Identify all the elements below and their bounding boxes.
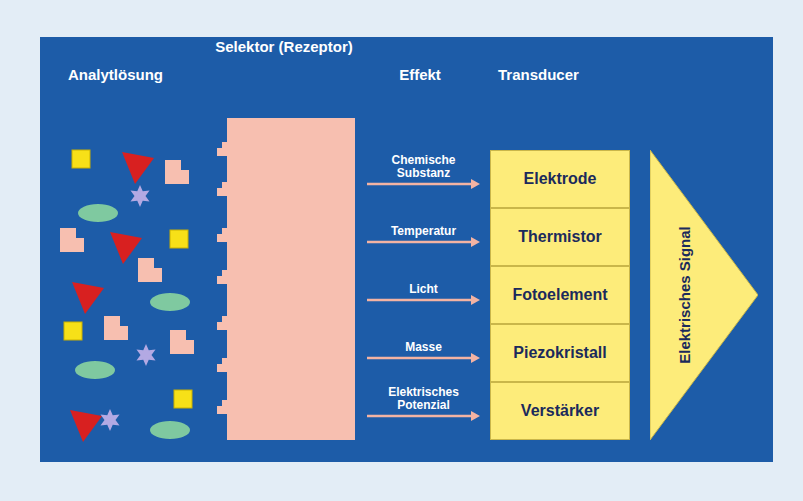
analyte-fragment <box>138 258 162 282</box>
analyte-star <box>136 344 155 366</box>
arrow-shaft <box>367 299 471 302</box>
analyte-square <box>170 230 188 248</box>
column-header: Transducer <box>498 66 579 83</box>
analyte-star <box>130 185 149 207</box>
analyte-ellipse <box>78 204 118 222</box>
effect-arrow <box>367 295 480 305</box>
transducer-box: Thermistor <box>490 208 630 266</box>
transducer-box: Piezokristall <box>490 324 630 382</box>
signal-arrow-outline <box>650 150 758 440</box>
analyte-ellipse <box>150 421 190 439</box>
analyte-triangle <box>70 410 102 442</box>
analyte-ellipse <box>150 293 190 311</box>
signal-label: Elektrisches Signal <box>676 226 693 364</box>
transducer-box: Elektrode <box>490 150 630 208</box>
analyte-star <box>100 409 119 431</box>
effect-label: Chemische Substanz <box>391 154 455 180</box>
transducer-label: Fotoelement <box>512 286 607 304</box>
selector-outline <box>217 118 355 440</box>
effect-label: Licht <box>409 283 438 296</box>
analyte-square <box>174 390 192 408</box>
arrow-head <box>471 237 480 247</box>
effect-label: Elektrisches Potenzial <box>388 386 459 412</box>
signal-arrow: Elektrisches Signal <box>650 150 758 440</box>
analyte-fragment <box>165 160 189 184</box>
transducer-label: Piezokristall <box>513 344 606 362</box>
transducer-label: Thermistor <box>518 228 602 246</box>
arrow-head <box>471 353 480 363</box>
column-header: Analytlösung <box>68 66 163 83</box>
effect-arrow <box>367 179 480 189</box>
arrow-shaft <box>367 415 471 418</box>
analyte-triangle <box>110 232 142 264</box>
analyte-triangle <box>122 152 154 184</box>
arrow-head <box>471 411 480 421</box>
selector-block: Selektor (Rezeptor) <box>213 118 355 440</box>
transducer-label: Verstärker <box>521 402 599 420</box>
analyte-square <box>64 322 82 340</box>
arrow-head <box>471 179 480 189</box>
effect-arrow <box>367 237 480 247</box>
arrow-shaft <box>367 241 471 244</box>
selector-shape <box>213 118 355 440</box>
effect-label: Masse <box>405 341 442 354</box>
arrow-shaft <box>367 183 471 186</box>
transducer-box: Fotoelement <box>490 266 630 324</box>
analyte-square <box>72 150 90 168</box>
effect-label: Temperatur <box>391 225 456 238</box>
analyte-fragment <box>60 228 84 252</box>
selector-heading: Selektor (Rezeptor) <box>215 38 353 55</box>
transducer-label: Elektrode <box>524 170 597 188</box>
analyte-fragment <box>104 316 128 340</box>
effect-arrow <box>367 353 480 363</box>
analyte-triangle <box>72 282 104 314</box>
column-header: Effekt <box>399 66 441 83</box>
signal-arrow-shape <box>650 150 758 440</box>
effect-arrow <box>367 411 480 421</box>
analyte-ellipse <box>75 361 115 379</box>
arrow-shaft <box>367 357 471 360</box>
arrow-head <box>471 295 480 305</box>
analyte-fragment <box>170 330 194 354</box>
transducer-box: Verstärker <box>490 382 630 440</box>
